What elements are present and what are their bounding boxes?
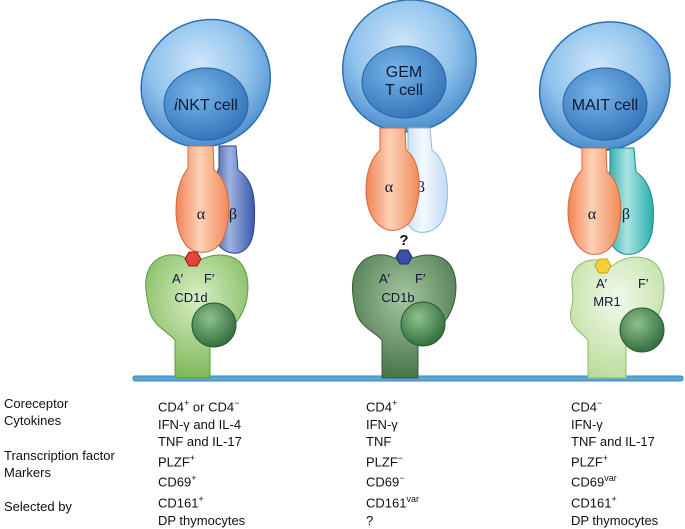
gem-beta-label: β: [417, 179, 425, 196]
gem-alpha-chain: [365, 127, 420, 231]
gem-pocket-a: A′: [379, 271, 391, 286]
inkt-alpha-chain: [175, 145, 230, 253]
property-value: CD69var: [571, 473, 617, 490]
mait-b2m-domain: [619, 307, 665, 353]
inkt-cd1d-label: CD1d: [174, 290, 207, 305]
property-value: CD161+: [571, 494, 617, 511]
inkt-antigen-icon: [184, 251, 202, 267]
property-value: CD69−: [366, 473, 405, 490]
property-value: CD161+: [158, 494, 204, 511]
property-value: TNF and IL-17: [158, 433, 242, 449]
row-label: Cytokines: [4, 413, 62, 429]
mait-group: MAIT cell β α A′ F′ MR1: [538, 21, 671, 379]
mait-mr1-label: MR1: [593, 294, 620, 309]
inkt-cell-label: iNKT cell: [174, 97, 238, 114]
row-label: Coreceptor: [4, 396, 69, 411]
inkt-beta-label: β: [229, 206, 237, 223]
gem-cd1b-label: CD1b: [381, 290, 414, 305]
gem-group: GEM T cell β α ? A′ F′ CD1b: [342, 0, 477, 379]
property-value: DP thymocytes: [158, 512, 246, 528]
row-label: Selected by: [4, 499, 72, 515]
property-value: DP thymocytes: [571, 512, 659, 528]
property-value: CD69+: [158, 473, 197, 490]
mait-pocket-a: A′: [596, 276, 608, 291]
gem-alpha-label: α: [385, 179, 394, 196]
property-value: TNF and IL-17: [571, 433, 655, 449]
mait-alpha-chain: [567, 147, 622, 255]
property-value: PLZF+: [571, 452, 609, 470]
gem-pocket-f: F′: [415, 271, 426, 286]
row-label: Transcription factor: [4, 447, 115, 463]
row-label: [4, 481, 115, 498]
mait-pocket-f: F′: [638, 276, 649, 291]
mait-nucleus: [562, 67, 648, 141]
inkt-nucleus: [163, 67, 249, 141]
gem-b2m-domain: [400, 301, 446, 347]
property-value: CD161var: [366, 494, 419, 511]
gem-cell-label-line1: GEM: [386, 64, 422, 81]
row-labels: Coreceptor Cytokines Transcription facto…: [4, 395, 115, 515]
property-value: PLZF+: [158, 452, 196, 470]
row-label: [4, 429, 115, 446]
property-value: CD4+: [366, 398, 398, 415]
gem-unknown-antigen-mark: ?: [399, 232, 408, 249]
inkt-pocket-a: A′: [172, 271, 184, 286]
mait-antigen-icon: [594, 258, 612, 274]
mait-cell-label: MAIT cell: [572, 97, 638, 114]
inkt-pocket-f: F′: [204, 271, 215, 286]
property-value: PLZF−: [366, 452, 404, 470]
gem-cell-label-line2: T cell: [385, 82, 423, 99]
property-value: CD4+ or CD4−: [158, 398, 240, 415]
property-value: TNF: [366, 433, 392, 449]
property-value: ?: [366, 512, 374, 528]
row-label: Markers: [4, 464, 51, 480]
property-value: IFN-γ: [366, 416, 398, 432]
property-value: IFN-γ and IL-4: [158, 416, 242, 432]
gem-antigen-icon: [395, 249, 413, 265]
mait-alpha-label: α: [588, 206, 597, 223]
inkt-b2m-domain: [191, 302, 237, 348]
inkt-group: iNKT cell β α A′ F′ CD1d: [140, 18, 271, 379]
property-value: CD4−: [571, 398, 603, 415]
property-value: IFN-γ: [571, 416, 603, 432]
inkt-alpha-label: α: [197, 206, 206, 223]
gem-nucleus: [361, 45, 447, 119]
mait-beta-label: β: [622, 206, 630, 223]
cell-diagram: iNKT cell β α A′ F′ CD1d GEM T cell β α …: [132, 0, 684, 382]
